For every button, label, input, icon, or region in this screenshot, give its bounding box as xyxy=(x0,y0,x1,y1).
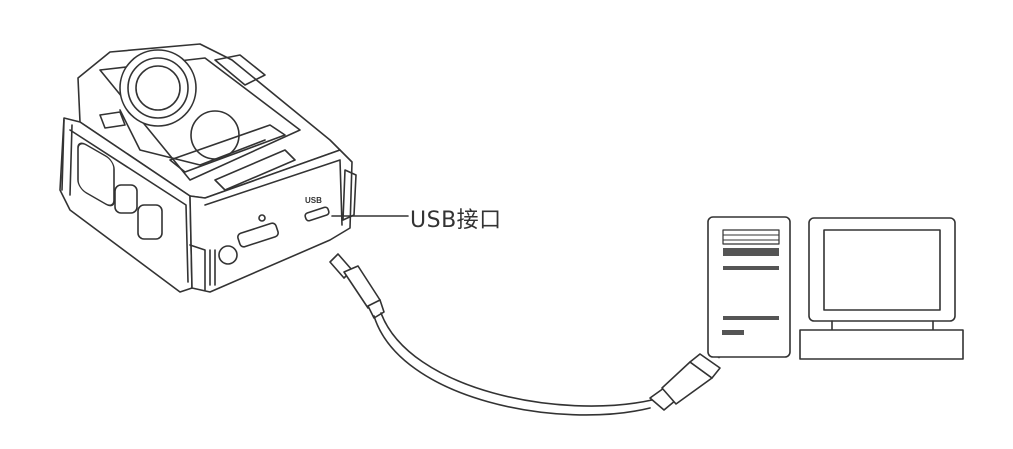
body-camera: USB xyxy=(59,43,357,293)
computer-tower xyxy=(707,216,791,358)
usb-port-label: USB接口 xyxy=(410,208,502,233)
camera-side-keypad xyxy=(77,142,115,207)
computer-monitor xyxy=(799,217,964,360)
usb-cable xyxy=(329,253,721,416)
camera-right-face xyxy=(189,149,353,293)
camera-lens xyxy=(119,49,197,127)
camera-usb-marking: USB xyxy=(305,196,322,205)
computer-usb-slot xyxy=(722,330,744,335)
camera-left-face xyxy=(59,117,193,293)
camera-hdmi-port xyxy=(237,222,279,248)
camera-button-round xyxy=(190,110,240,160)
camera-usb-port xyxy=(304,206,330,222)
